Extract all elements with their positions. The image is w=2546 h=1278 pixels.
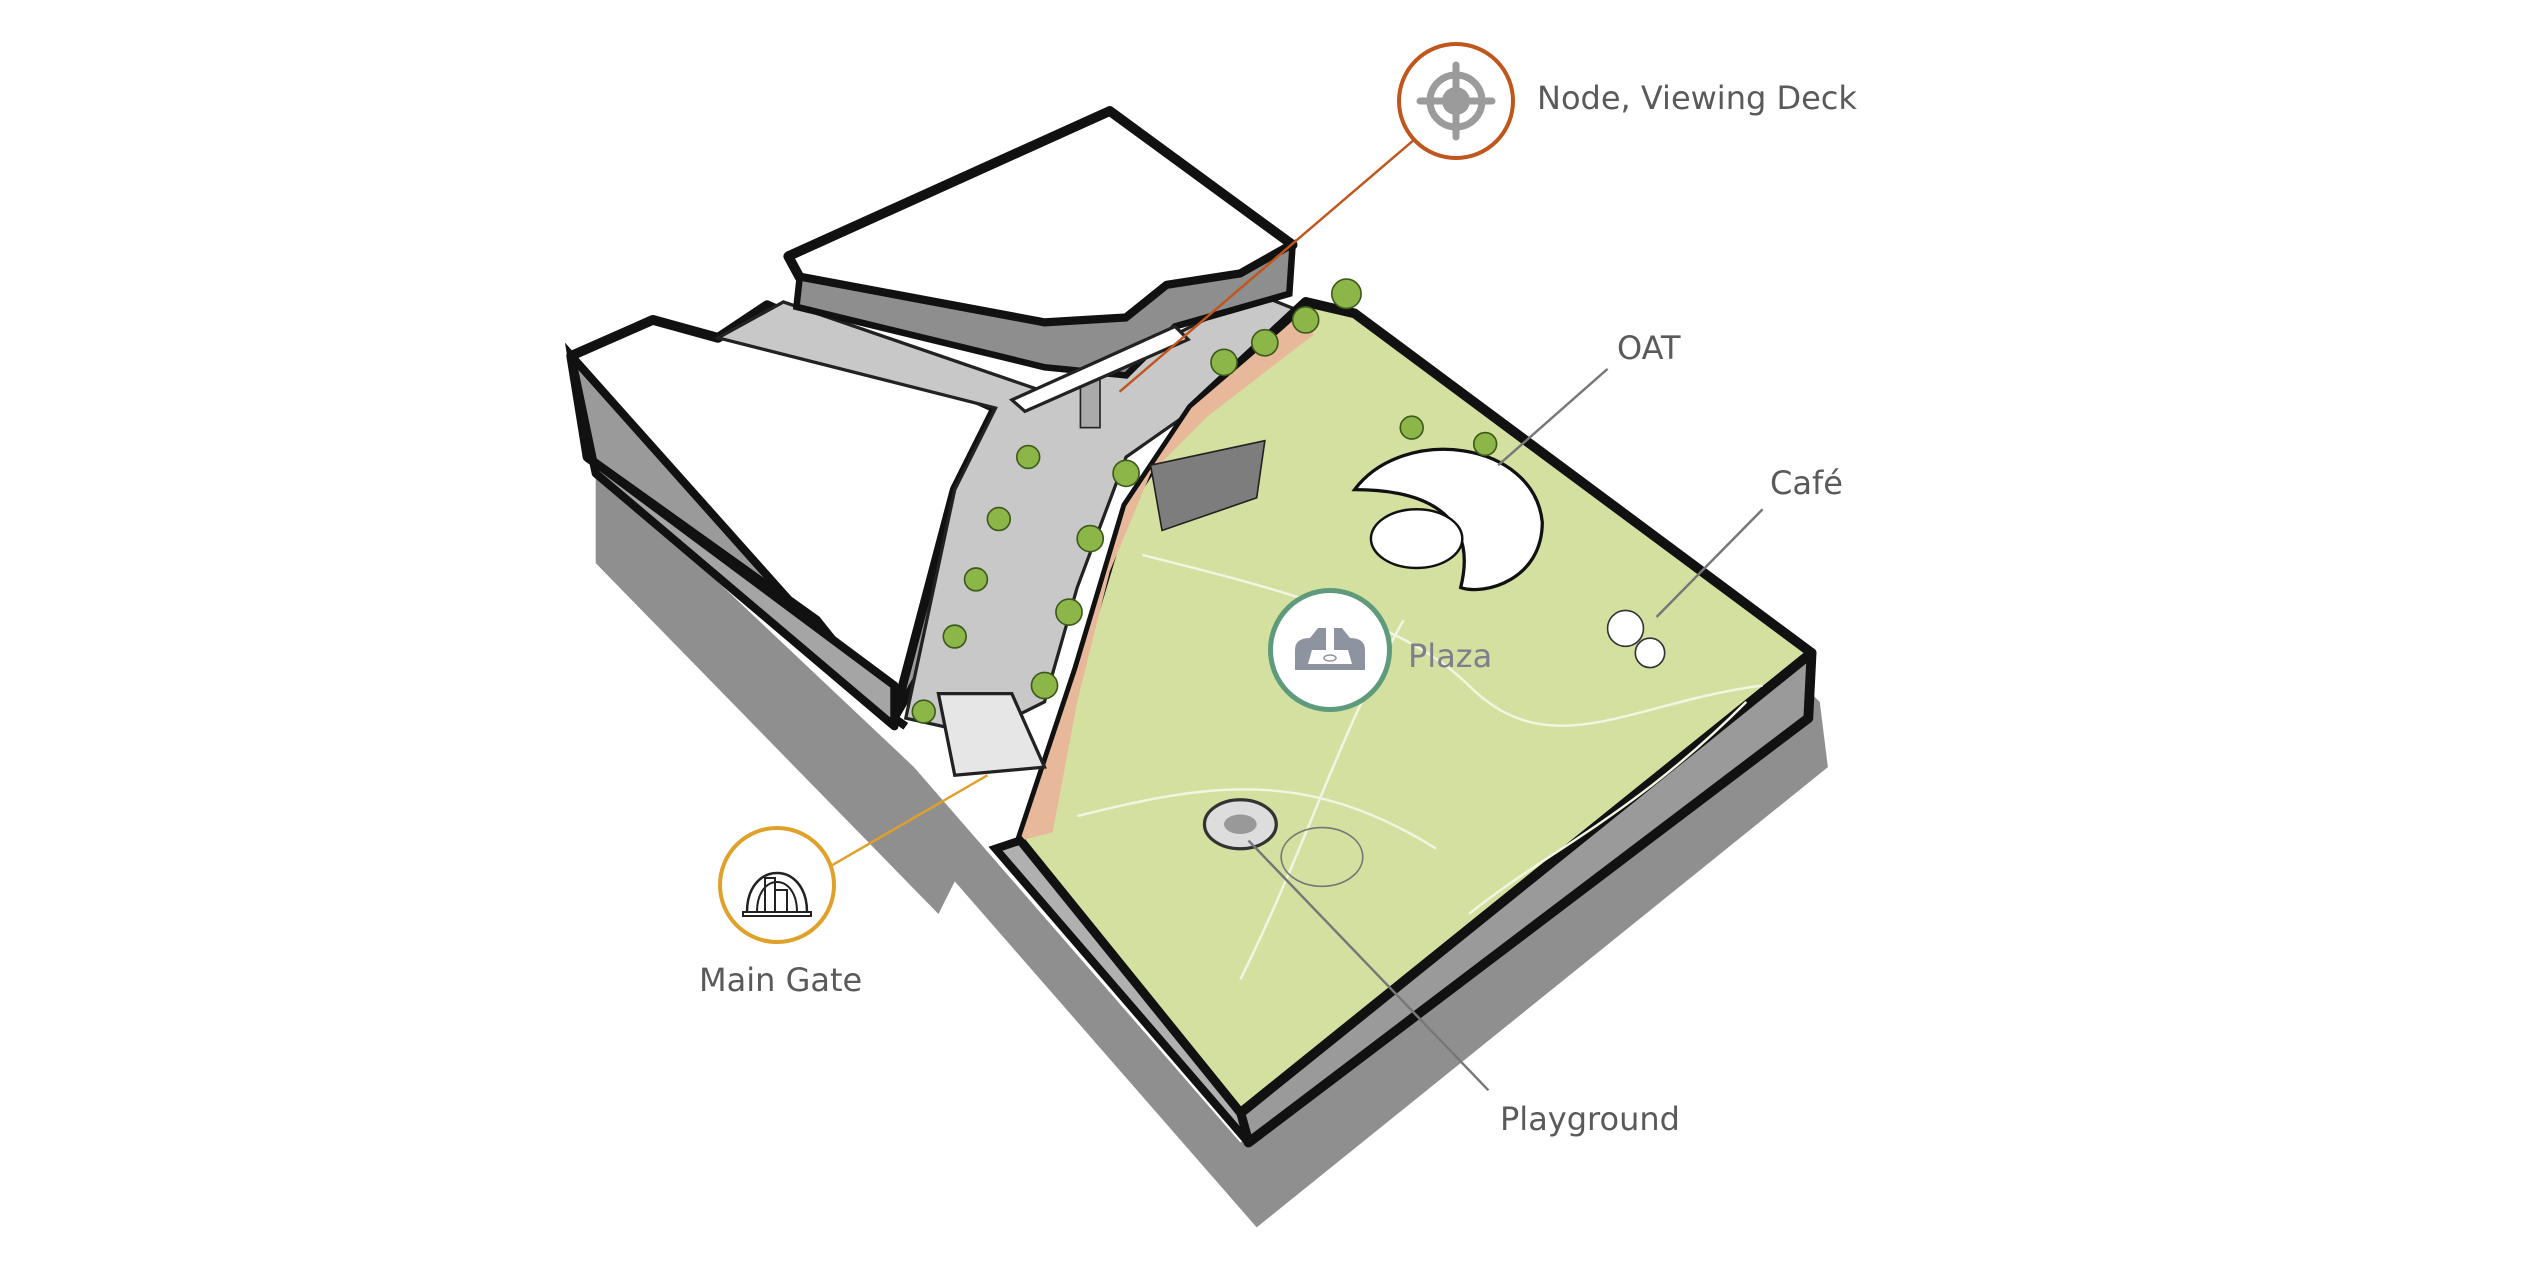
upper-building-face xyxy=(792,239,1297,379)
node-viewing-deck-label: Node, Viewing Deck xyxy=(1537,79,1857,117)
oat-amphitheatre xyxy=(1351,447,1544,592)
cafe-dome xyxy=(1634,637,1666,669)
net-structure xyxy=(1280,826,1364,888)
plaza-fountain-icon xyxy=(1295,628,1365,670)
cafe-label: Café xyxy=(1770,464,1843,502)
cafe-leader-line xyxy=(1655,508,1764,618)
plaza-badge xyxy=(1268,588,1392,712)
viewing-deck xyxy=(1008,324,1266,532)
gate-leader-line xyxy=(831,774,989,867)
target-crosshair-icon xyxy=(1416,61,1496,141)
left-building-side xyxy=(567,351,899,731)
cafe-dome xyxy=(1606,609,1645,648)
playground-leader-line xyxy=(1247,839,1490,1092)
node-badge xyxy=(1397,42,1515,160)
main-gate-structure xyxy=(936,692,1047,778)
playground-structure xyxy=(1224,814,1257,835)
arch-gate-icon xyxy=(742,871,812,917)
trees xyxy=(911,278,1498,724)
walking-path xyxy=(1020,310,1314,841)
oat-label: OAT xyxy=(1617,329,1681,367)
main-gate-badge xyxy=(718,826,836,944)
node-leader-line xyxy=(1118,139,1415,393)
playground-label: Playground xyxy=(1500,1100,1680,1138)
front-face xyxy=(988,835,1253,1146)
oat-leader-line xyxy=(1497,367,1609,467)
plaza-label: Plaza xyxy=(1408,637,1493,675)
main-gate-label: Main Gate xyxy=(699,961,863,999)
